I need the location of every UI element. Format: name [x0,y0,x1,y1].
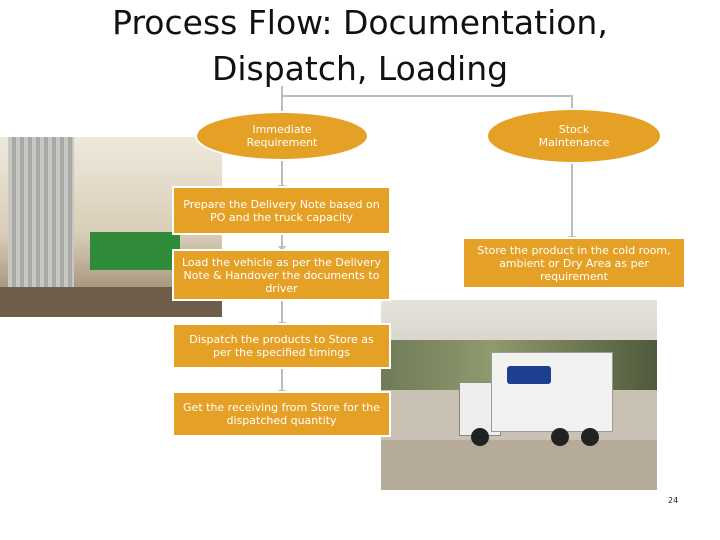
node-dispatch-products: Dispatch the products to Store as per th… [172,323,391,369]
node-prepare-delivery-note: Prepare the Delivery Note based on PO an… [172,186,391,235]
node-load-vehicle: Load the vehicle as per the Delivery Not… [172,249,391,301]
node-stock-maintenance: Stock Maintenance [486,108,662,164]
node-immediate-requirement: Immediate Requirement [195,111,369,161]
node-store-product: Store the product in the cold room, ambi… [462,237,686,289]
page-number: 24 [668,496,678,505]
node-get-receiving: Get the receiving from Store for the dis… [172,391,391,437]
connector-title-split [282,86,572,108]
